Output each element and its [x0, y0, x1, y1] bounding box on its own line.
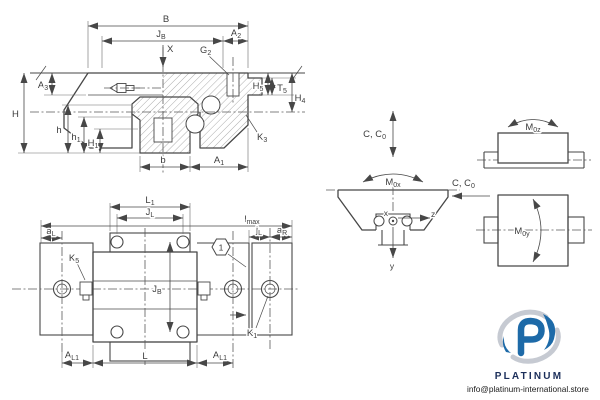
dim-label-aR: aR — [277, 225, 287, 237]
grease-nipple-left — [79, 281, 93, 301]
grease-nipple-right — [197, 281, 211, 301]
dim-label-aL: aL — [46, 226, 55, 238]
carriage-endcap-bottom — [109, 341, 191, 362]
dim-label-h: h — [56, 125, 61, 136]
dim-label-JB-top: JB — [152, 284, 162, 296]
dim-A1: A1 — [190, 128, 249, 172]
dim-label-K1: K1 — [247, 328, 257, 340]
axis-y: y — [388, 227, 397, 272]
dim-A3: A3 — [36, 73, 86, 96]
load-C-vertical: C, C0 — [362, 111, 397, 157]
dim-h: h — [55, 104, 131, 153]
dim-h1: h1 — [70, 116, 131, 153]
label-C-top: C, C0 — [363, 129, 386, 141]
dim-H: H — [11, 73, 140, 154]
dim-label-B: B — [163, 14, 169, 25]
label-M0z: M0z — [525, 122, 541, 134]
dim-label-H1: H1 — [88, 138, 99, 150]
dim-A2: A2 — [223, 27, 248, 45]
carriage-endcap-top — [109, 232, 191, 253]
dim-label-A2: A2 — [231, 28, 241, 40]
dim-label-AL1-left: AL1 — [65, 350, 79, 362]
dim-aL: aL — [41, 225, 62, 242]
label-M0y: M0y — [514, 226, 530, 238]
dim-label-H: H — [12, 109, 19, 120]
dim-JB-topview: JB — [151, 242, 174, 332]
mount-hole-br — [176, 325, 190, 339]
dim-label-H5: H5 — [253, 81, 264, 93]
dim-H5-T5-H4: H5 T5 H4 — [251, 73, 307, 112]
dim-aR: aR — [270, 224, 292, 241]
label-axis-y: y — [390, 261, 395, 271]
load-diagram-section: C, C0 M0x z x y C, C0 — [326, 111, 490, 272]
dim-jL: jL — [248, 224, 270, 243]
balloon-label: 1 — [219, 243, 224, 253]
brand-name: PLATINUM — [495, 371, 564, 382]
dim-label-JB: JB — [156, 29, 166, 41]
carriage-top-view — [497, 194, 569, 267]
dim-JL-top: JL — [116, 206, 184, 234]
dim-lmax: lmax — [40, 213, 293, 243]
callout-K5: K5 — [67, 252, 86, 281]
mount-hole-tl — [110, 235, 124, 249]
top-view-drawing: L1 JL lmax aL K5 JB 1 — [12, 194, 300, 369]
mount-hole-bl — [110, 325, 124, 339]
mount-hole-tr — [176, 235, 190, 249]
dim-label-A1: A1 — [214, 155, 224, 167]
ball-lower — [185, 114, 205, 134]
dim-label-b: b — [160, 155, 165, 166]
carriage-side-view — [497, 132, 569, 164]
dim-label-AL1-right: AL1 — [213, 350, 227, 362]
dim-label-jL: jL — [255, 225, 262, 237]
ball-upper — [201, 95, 221, 115]
axis-X: X — [159, 43, 175, 67]
dim-label-K5: K5 — [69, 253, 79, 265]
axis-z: z — [398, 208, 437, 222]
label-axis-x: x — [384, 208, 389, 218]
dim-label-L1: L1 — [145, 195, 154, 207]
label-M0x: M0x — [385, 177, 401, 189]
brand-email: info@platinum-international.store — [467, 384, 589, 394]
moment-M0y-diagram: M0y — [476, 194, 592, 267]
dim-label-JL: JL — [146, 207, 155, 219]
dim-B: B — [87, 13, 249, 68]
block-outline-right — [199, 73, 263, 149]
balloon-1: 1 — [211, 238, 247, 319]
dim-label-L: L — [142, 351, 147, 362]
callout-G2: G2 — [199, 44, 230, 76]
platinum-logo: PLATINUM info@platinum-international.sto… — [467, 309, 589, 394]
dim-AL1-right: AL1 — [197, 349, 233, 367]
dim-label-lmax: lmax — [244, 214, 260, 226]
rail-right-piece2 — [251, 242, 293, 336]
dim-H1: H1 — [86, 128, 138, 153]
callout-K3: K3 — [245, 114, 269, 146]
dim-label-G2: G2 — [200, 45, 211, 57]
label-C-side: C, C0 — [452, 178, 475, 190]
platinum-logo-icon — [497, 309, 561, 364]
dim-JB: JB — [101, 28, 224, 68]
dim-AL1-left: AL1 — [61, 349, 93, 368]
load-C-side: C, C0 — [451, 177, 490, 200]
front-view-drawing: B JB A2 X G2 H — [11, 13, 307, 174]
dim-b: b — [139, 154, 191, 172]
moment-M0x: M0x — [362, 173, 424, 191]
label-axis-z: z — [431, 209, 435, 219]
moment-M0z-diagram: M0z — [477, 118, 591, 169]
dim-label-X: X — [167, 44, 174, 55]
dim-label-A3: A3 — [38, 80, 48, 92]
block-outline-left — [63, 72, 133, 149]
dim-label-H4: H4 — [295, 93, 306, 105]
dim-label-K3: K3 — [257, 132, 267, 144]
dim-label-h1: h1 — [71, 132, 80, 144]
callout-K1: K1 — [245, 295, 269, 342]
dim-label-T5: T5 — [277, 83, 287, 95]
